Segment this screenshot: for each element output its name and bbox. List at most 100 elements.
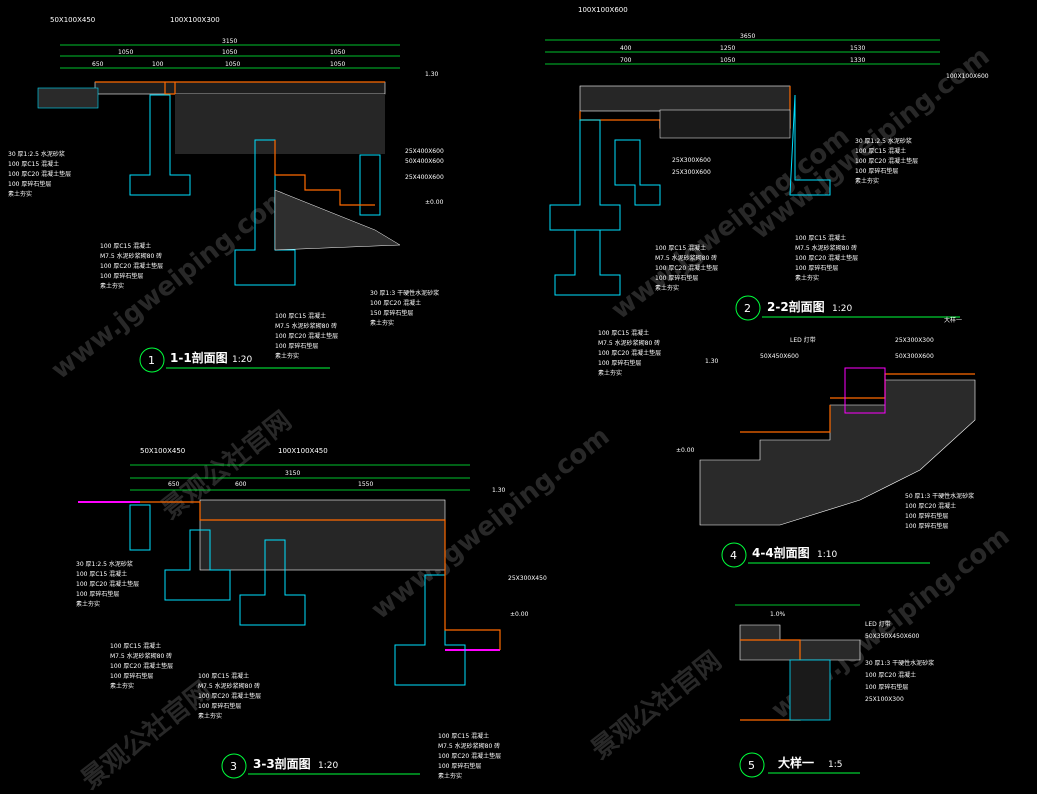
- s5-top-1: 50X350X450X600: [865, 633, 920, 640]
- svg-text:100 厚C20 混凝土垫层: 100 厚C20 混凝土垫层: [655, 264, 718, 272]
- s1-foot-callout-2: 100 厚C15 混凝土 M7.5 水泥砂浆砌80 砖 100 厚C20 混凝土…: [275, 312, 338, 360]
- svg-text:100 厚C15 混凝土: 100 厚C15 混凝土: [8, 160, 59, 168]
- svg-text:150 厚碎石垫层: 150 厚碎石垫层: [370, 309, 413, 317]
- svg-text:100 厚C15 混凝土: 100 厚C15 混凝土: [855, 147, 906, 155]
- s4-top-3: 50X300X600: [895, 353, 934, 360]
- svg-text:100 厚碎石垫层: 100 厚碎石垫层: [438, 762, 481, 770]
- s1-layer-callout: 30 厚1:2.5 水泥砂浆 100 厚C15 混凝土 100 厚C20 混凝土…: [8, 150, 71, 198]
- s2-dim-sub-1: 700: [620, 57, 632, 64]
- svg-text:30 厚1:2.5 水泥砂浆: 30 厚1:2.5 水泥砂浆: [76, 560, 133, 568]
- detail-5: 1.0% LED 灯带 50X350X450X600 30 厚1:3 干硬性水泥…: [735, 604, 934, 778]
- s2-dim-sub-6: 1330: [850, 57, 865, 64]
- svg-text:M7.5 水泥砂浆砌80 砖: M7.5 水泥砂浆砌80 砖: [655, 254, 717, 262]
- svg-text:素土夯实: 素土夯实: [370, 319, 394, 327]
- svg-text:100 厚碎石垫层: 100 厚碎石垫层: [8, 180, 51, 188]
- svg-text:100 厚C20 混凝土垫层: 100 厚C20 混凝土垫层: [855, 157, 918, 165]
- s1-top-label-mid: 100X100X300: [170, 16, 220, 24]
- s1-stair-3: 25X400X600: [405, 174, 444, 181]
- svg-text:100 厚碎石垫层: 100 厚碎石垫层: [198, 702, 241, 710]
- s4-layer-callout: 50 厚1:3 干硬性水泥砂浆 100 厚C20 混凝土 100 厚碎石垫层 1…: [905, 492, 974, 530]
- svg-text:100 厚碎石垫层: 100 厚碎石垫层: [275, 342, 318, 350]
- svg-text:素土夯实: 素土夯实: [198, 712, 222, 720]
- svg-text:30 厚1:3 干硬性水泥砂浆: 30 厚1:3 干硬性水泥砂浆: [865, 659, 934, 667]
- svg-text:M7.5 水泥砂浆砌80 砖: M7.5 水泥砂浆砌80 砖: [438, 742, 500, 750]
- s3-left-layer-callout: 30 厚1:2.5 水泥砂浆 100 厚C15 混凝土 100 厚C20 混凝土…: [76, 560, 139, 608]
- svg-text:30 厚1:2.5 水泥砂浆: 30 厚1:2.5 水泥砂浆: [8, 150, 65, 158]
- s2-top-label: 100X100X600: [578, 6, 628, 14]
- s5-scale: 1:5: [828, 760, 842, 770]
- s3-right-foot-callout: 100 厚C15 混凝土 M7.5 水泥砂浆砌80 砖 100 厚C20 混凝土…: [438, 732, 501, 780]
- svg-text:M7.5 水泥砂浆砌80 砖: M7.5 水泥砂浆砌80 砖: [598, 339, 660, 347]
- svg-text:素土夯实: 素土夯实: [76, 600, 100, 608]
- svg-text:100 厚C15 混凝土: 100 厚C15 混凝土: [198, 672, 249, 680]
- s1-dim-sub-4: 1050: [225, 61, 240, 68]
- s1-dim-part-2: 1050: [222, 49, 237, 56]
- section-3-3: 3150 650 600 1550 50X100X450 100X100X450…: [76, 447, 547, 780]
- s3-right-label: 25X300X450: [508, 575, 547, 582]
- svg-text:100 厚碎石垫层: 100 厚碎石垫层: [865, 683, 908, 691]
- svg-text:100 厚C15 混凝土: 100 厚C15 混凝土: [438, 732, 489, 740]
- s2-title: 2-2剖面图: [767, 299, 825, 314]
- s5-title: 大样一: [778, 755, 814, 770]
- s1-dim-part-1: 1050: [118, 49, 133, 56]
- svg-text:100 厚C20 混凝土: 100 厚C20 混凝土: [905, 502, 956, 510]
- s1-dim-part-3: 1050: [330, 49, 345, 56]
- watermark-brand-3: 景观公社官网: [75, 675, 217, 794]
- svg-text:100 厚C15 混凝土: 100 厚C15 混凝土: [655, 244, 706, 252]
- svg-text:素土夯实: 素土夯实: [598, 369, 622, 377]
- s1-right-callout: 30 厚1:3 干硬性水泥砂浆 100 厚C20 混凝土 150 厚碎石垫层 素…: [370, 289, 439, 327]
- svg-text:100 厚碎石垫层: 100 厚碎石垫层: [905, 522, 948, 530]
- svg-text:30 厚1:3 干硬性水泥砂浆: 30 厚1:3 干硬性水泥砂浆: [370, 289, 439, 297]
- svg-text:100 厚碎石垫层: 100 厚碎石垫层: [110, 672, 153, 680]
- svg-text:100 厚碎石垫层: 100 厚碎石垫层: [655, 274, 698, 282]
- section-2-2: 3650 400 1250 1530 700 1050 1330 100X100…: [545, 6, 989, 377]
- s2-dim-part-1: 400: [620, 45, 632, 52]
- section-4-4: LED 灯带 50X450X600 25X300X300 50X300X600 …: [676, 316, 976, 568]
- svg-text:100 厚C20 混凝土垫层: 100 厚C20 混凝土垫层: [8, 170, 71, 178]
- s1-scale: 1:20: [232, 355, 252, 365]
- svg-text:素土夯实: 素土夯实: [855, 177, 879, 185]
- s3-dim-part-1: 650: [168, 481, 180, 488]
- s2-number: 2: [744, 302, 751, 315]
- s1-level: 1.30: [425, 71, 439, 78]
- s4-scale: 1:10: [817, 550, 837, 560]
- svg-text:25X100X300: 25X100X300: [865, 696, 904, 703]
- svg-text:100 厚C20 混凝土: 100 厚C20 混凝土: [370, 299, 421, 307]
- s1-top-label-left: 50X100X450: [50, 16, 95, 24]
- svg-text:100 厚碎石垫层: 100 厚碎石垫层: [855, 167, 898, 175]
- svg-text:100 厚C20 混凝土垫层: 100 厚C20 混凝土垫层: [795, 254, 858, 262]
- s4-top-2: 25X300X300: [895, 337, 934, 344]
- watermark-brand-2: 景观公社官网: [585, 645, 727, 765]
- s2-right-foot-callout: 100 厚C15 混凝土 M7.5 水泥砂浆砌80 砖 100 厚C20 混凝土…: [795, 234, 858, 282]
- s1-dim-sub-5: 1050: [330, 61, 345, 68]
- s2-right-layer-callout: 30 厚1:2.5 水泥砂浆 100 厚C15 混凝土 100 厚C20 混凝土…: [855, 137, 918, 185]
- s2-dim-sub-3: 1050: [720, 57, 735, 64]
- s5-led: LED 灯带: [865, 620, 891, 628]
- svg-text:素土夯实: 素土夯实: [795, 274, 819, 282]
- svg-text:素土夯实: 素土夯实: [110, 682, 134, 690]
- svg-text:素土夯实: 素土夯实: [275, 352, 299, 360]
- svg-text:100 厚碎石垫层: 100 厚碎石垫层: [76, 590, 119, 598]
- svg-text:100 厚C20 混凝土垫层: 100 厚C20 混凝土垫层: [438, 752, 501, 760]
- s4-top-1: 50X450X600: [760, 353, 799, 360]
- svg-text:100 厚C20 混凝土垫层: 100 厚C20 混凝土垫层: [275, 332, 338, 340]
- s2-dim-part-3: 1530: [850, 45, 865, 52]
- svg-text:100 厚C20 混凝土垫层: 100 厚C20 混凝土垫层: [598, 349, 661, 357]
- svg-text:100 厚C20 混凝土: 100 厚C20 混凝土: [865, 671, 916, 679]
- svg-text:素土夯实: 素土夯实: [655, 284, 679, 292]
- watermark-url-3: www.jgweiping.com: [606, 121, 856, 325]
- svg-text:素土夯实: 素土夯实: [100, 282, 124, 290]
- s2-dim-total: 3650: [740, 33, 755, 40]
- svg-text:100 厚C20 混凝土垫层: 100 厚C20 混凝土垫层: [198, 692, 261, 700]
- s3-dim-total: 3150: [285, 470, 300, 477]
- svg-text:M7.5 水泥砂浆砌80 砖: M7.5 水泥砂浆砌80 砖: [795, 244, 857, 252]
- s1-stair-1: 25X400X600: [405, 148, 444, 155]
- s1-dim-total: 3150: [222, 38, 237, 45]
- svg-text:100 厚C15 混凝土: 100 厚C15 混凝土: [598, 329, 649, 337]
- s5-layer-callout: 30 厚1:3 干硬性水泥砂浆 100 厚C20 混凝土 100 厚碎石垫层 2…: [865, 659, 934, 703]
- s3-dim-part-3: 1550: [358, 481, 373, 488]
- svg-text:100 厚C20 混凝土垫层: 100 厚C20 混凝土垫层: [110, 662, 173, 670]
- s3-number: 3: [230, 760, 237, 773]
- s4-ref: 大样一: [944, 316, 962, 324]
